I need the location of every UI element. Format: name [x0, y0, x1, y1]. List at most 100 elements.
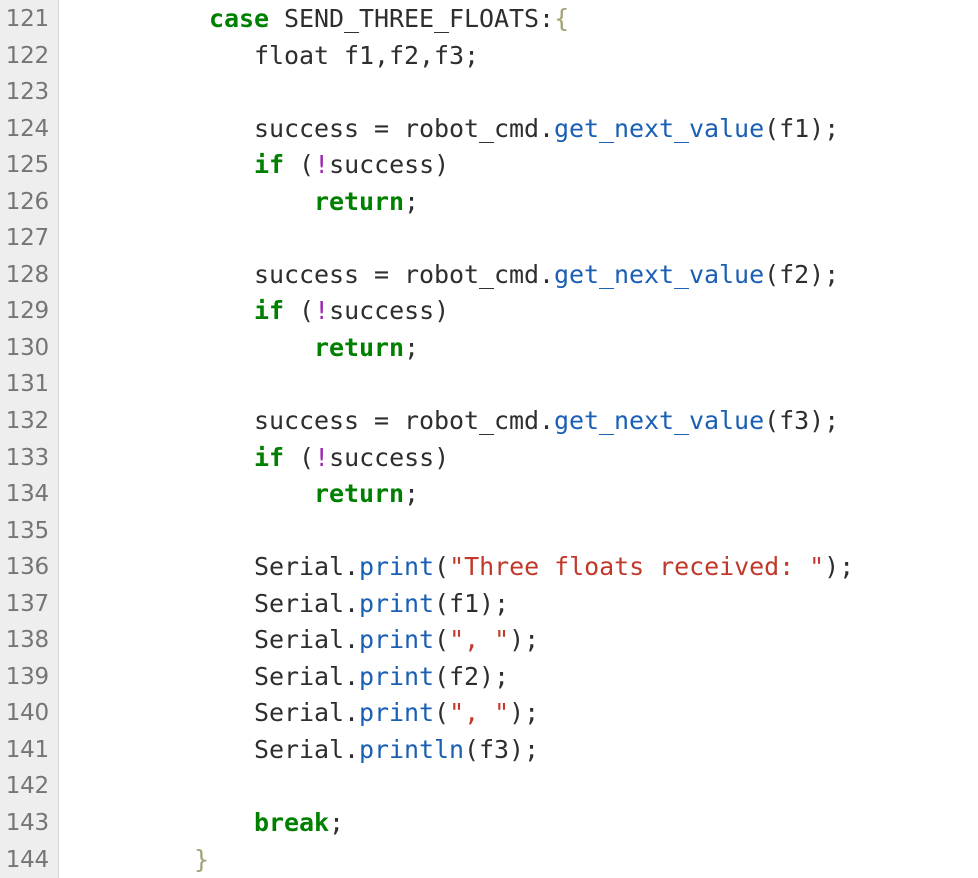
line-number: 132	[5, 408, 50, 435]
code-line[interactable]: success = robot_cmd.get_next_value(f1);	[59, 111, 978, 148]
code-token-plain: ;	[404, 186, 420, 216]
code-token-plain	[59, 296, 254, 325]
code-line[interactable]: Serial.print(f1);	[59, 586, 978, 623]
line-number: 122	[5, 42, 50, 69]
line-number: 124	[5, 115, 50, 142]
code-token-plain: Serial.	[59, 588, 360, 618]
line-number: 130	[5, 334, 50, 361]
code-token-function: get_next_value	[554, 406, 765, 436]
code-line[interactable]: success = robot_cmd.get_next_value(f2);	[59, 257, 978, 294]
code-token-plain: (f1);	[434, 588, 510, 618]
line-number: 144	[5, 846, 50, 873]
code-line[interactable]	[59, 74, 978, 111]
code-line[interactable]: Serial.print(", ");	[59, 695, 978, 732]
code-token-plain: );	[824, 552, 855, 582]
line-number: 142	[5, 773, 50, 800]
code-line[interactable]: Serial.print(", ");	[59, 622, 978, 659]
code-line[interactable]: Serial.print("Three floats received: ");	[59, 549, 978, 586]
line-number: 139	[5, 663, 50, 690]
code-content-area[interactable]: case SEND_THREE_FLOATS:{ float f1,f2,f3;…	[59, 0, 978, 878]
line-number: 121	[5, 6, 50, 32]
code-line[interactable]: Serial.print(f2);	[59, 659, 978, 696]
code-token-plain: success = robot_cmd.	[59, 113, 555, 143]
code-token-plain: (	[434, 698, 450, 728]
line-number: 125	[5, 152, 50, 179]
code-token-keyword: if	[254, 150, 285, 180]
line-number: 126	[5, 188, 50, 215]
code-token-plain	[59, 4, 209, 33]
line-number: 131	[5, 371, 50, 398]
code-token-function: get_next_value	[554, 113, 765, 143]
code-token-plain	[59, 808, 254, 837]
code-token-plain: (	[434, 552, 450, 582]
line-number: 137	[5, 590, 50, 617]
line-number: 133	[5, 444, 50, 471]
code-token-plain: (f3);	[764, 406, 840, 436]
code-token-plain: float f1,f2,f3;	[59, 40, 480, 70]
code-token-plain	[59, 150, 254, 179]
code-token-operator: !	[314, 150, 330, 180]
code-token-plain: Serial.	[59, 661, 360, 691]
code-token-plain: (f2);	[764, 259, 840, 289]
code-line[interactable]: if (!success)	[59, 440, 978, 477]
line-number: 140	[5, 700, 50, 727]
code-token-plain	[59, 845, 194, 874]
code-token-plain: (	[284, 150, 315, 180]
code-token-plain: success)	[329, 296, 450, 326]
code-token-plain: Serial.	[59, 698, 360, 728]
code-token-keyword: if	[254, 296, 285, 326]
code-line[interactable]	[59, 366, 978, 403]
code-token-plain: success = robot_cmd.	[59, 406, 555, 436]
line-number: 135	[5, 517, 50, 544]
code-token-keyword: return	[314, 479, 405, 509]
code-token-plain: Serial.	[59, 552, 360, 582]
line-number: 123	[5, 79, 50, 106]
code-token-plain: success = robot_cmd.	[59, 259, 555, 289]
code-line[interactable]: success = robot_cmd.get_next_value(f3);	[59, 403, 978, 440]
code-line[interactable]: return;	[59, 330, 978, 367]
code-token-string: ", "	[449, 698, 510, 728]
line-number: 128	[5, 261, 50, 288]
code-token-keyword: return	[314, 186, 405, 216]
code-line[interactable]: return;	[59, 184, 978, 221]
code-token-plain	[59, 479, 314, 508]
code-token-keyword: if	[254, 442, 285, 472]
code-token-plain: Serial.	[59, 734, 360, 764]
line-number: 141	[5, 736, 50, 763]
code-token-plain: (	[284, 296, 315, 326]
code-token-function: print	[359, 625, 435, 655]
code-line[interactable]	[59, 513, 978, 550]
code-token-plain: );	[509, 625, 540, 655]
code-token-function: print	[359, 698, 435, 728]
code-line[interactable]: case SEND_THREE_FLOATS:{	[59, 1, 978, 38]
line-number: 134	[5, 481, 50, 508]
code-line[interactable]	[59, 220, 978, 257]
code-token-function: print	[359, 588, 435, 618]
line-number: 127	[5, 225, 50, 252]
code-token-plain: SEND_THREE_FLOATS:	[269, 4, 555, 33]
code-token-plain: (f3);	[464, 734, 540, 764]
code-token-plain: ;	[404, 479, 420, 509]
code-token-plain: );	[509, 698, 540, 728]
code-line[interactable]: if (!success)	[59, 147, 978, 184]
code-token-plain: (	[434, 625, 450, 655]
code-line[interactable]: Serial.println(f3);	[59, 732, 978, 769]
code-line[interactable]: if (!success)	[59, 293, 978, 330]
code-token-function: get_next_value	[554, 259, 765, 289]
code-token-operator: !	[314, 296, 330, 326]
line-number: 143	[5, 810, 50, 837]
code-token-function: println	[359, 734, 465, 764]
code-line[interactable]: float f1,f2,f3;	[59, 38, 978, 75]
code-line[interactable]: }	[59, 842, 978, 878]
code-token-plain: ;	[329, 808, 345, 838]
code-line[interactable]	[59, 768, 978, 805]
code-token-function: print	[359, 661, 435, 691]
code-line[interactable]: break;	[59, 805, 978, 842]
code-token-operator: !	[314, 442, 330, 472]
code-token-function: print	[359, 552, 435, 582]
code-token-string: ", "	[449, 625, 510, 655]
code-token-plain: success)	[329, 442, 450, 472]
code-line[interactable]: return;	[59, 476, 978, 513]
